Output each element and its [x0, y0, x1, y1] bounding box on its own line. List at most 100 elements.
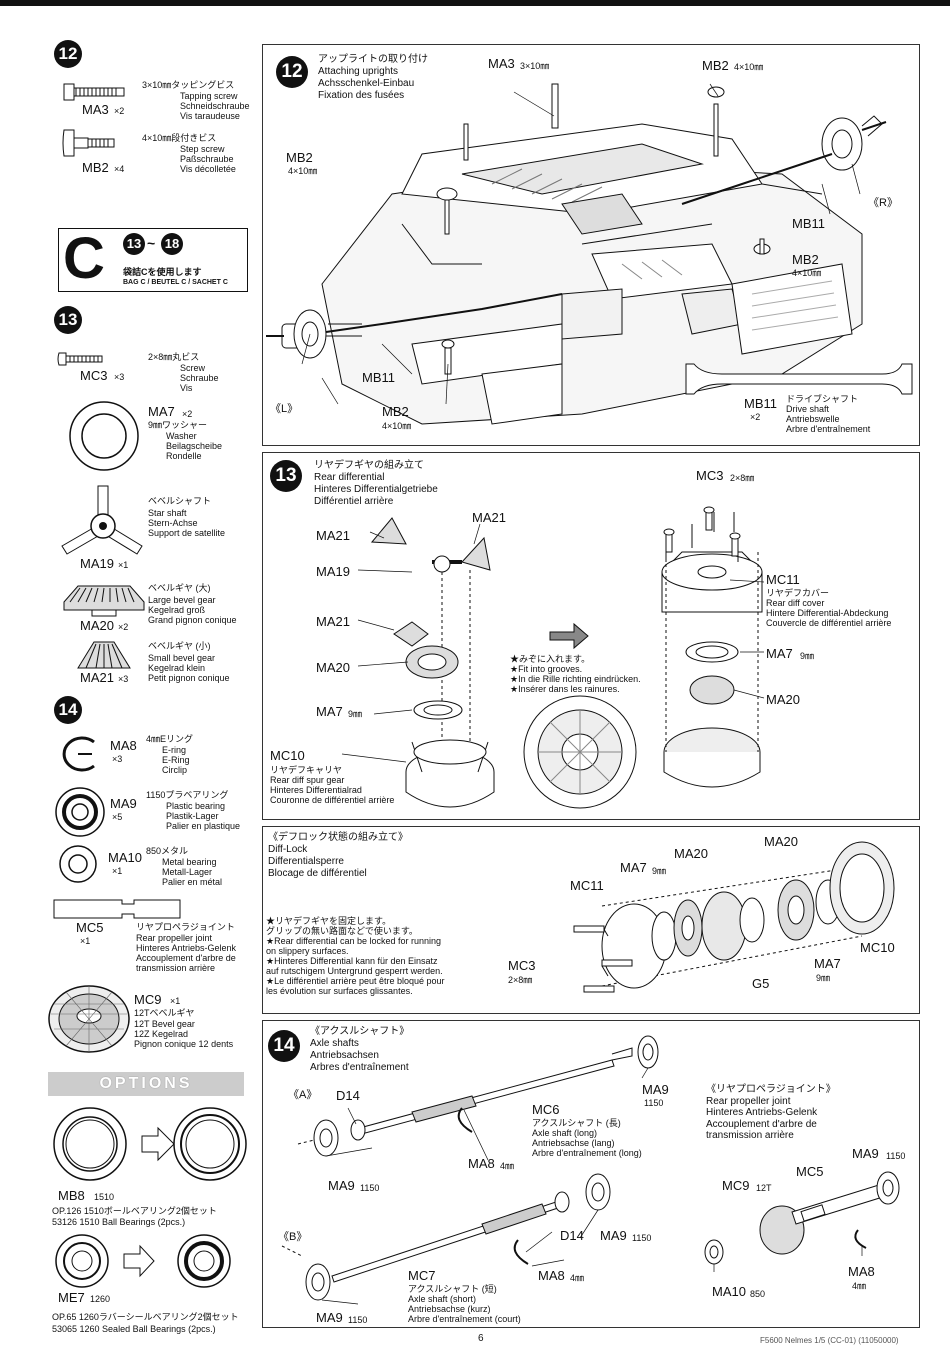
ma3-spec: 3×10㎜タッピングビス — [142, 80, 235, 90]
p13-ma7-r-size: 9㎜ — [800, 651, 815, 661]
p13-ma7-size: 9㎜ — [348, 709, 363, 719]
tapping-screw-icon — [63, 83, 125, 101]
mb2-spec: 4×10㎜段付きビス — [142, 133, 217, 143]
chassis-drawing — [266, 83, 913, 425]
p12-mb2-bottom-label: MB2 — [382, 404, 409, 419]
p14-joint-mc9-size: 12T — [756, 1183, 772, 1193]
p14-ma9-b-right-size: 1150 — [632, 1233, 652, 1243]
12t-bevel-gear-icon — [48, 985, 130, 1053]
ma8-qty: ×3 — [112, 754, 123, 764]
step-13-badge-sidebar: 13 — [54, 306, 82, 334]
ma8-spec: 4㎜Eリング — [146, 734, 194, 744]
p14-mc6-desc: アクスルシャフト (長)Axle shaft (long)Antriebsach… — [532, 1118, 642, 1158]
p12-ma3-size: 3×10㎜ — [520, 61, 550, 71]
dl-ma20-b: MA20 — [764, 834, 798, 849]
p14-joint-mc9: MC9 — [722, 1178, 750, 1193]
p13-mc10-code: MC10 — [270, 748, 305, 763]
p14-joint-ma10-size: 850 — [750, 1289, 766, 1299]
p13-ma21-b: MA21 — [472, 510, 506, 525]
p14-b-label: 《B》 — [278, 1231, 308, 1243]
mc3-code: MC3 — [80, 368, 108, 383]
bag-jp: 袋詰Cを使用します — [123, 267, 202, 277]
step-12-panel-badge: 12 — [276, 56, 308, 88]
p14-ma9-b-bot: MA9 — [316, 1310, 343, 1325]
dl-ma7-a-size: 9㎜ — [652, 866, 667, 876]
p14-d14-b: D14 — [560, 1228, 584, 1243]
p13-ma7-r: MA7 — [766, 646, 793, 661]
p12-mb2-right-label: MB2 — [792, 252, 819, 267]
washer-icon — [69, 401, 139, 471]
top-rule — [0, 0, 950, 6]
footer-code: F5600 Nelmes 1/5 (CC-01) (11050000) — [760, 1336, 899, 1345]
p13-ma21-a: MA21 — [316, 528, 350, 543]
e-ring-icon — [62, 736, 95, 772]
p14-joint-ma8: MA8 — [848, 1264, 875, 1279]
mb8-op: OP.126 1510ボールベアリング2個セット — [52, 1206, 217, 1216]
p13-ma21-c: MA21 — [316, 614, 350, 629]
ma19-qty: ×1 — [118, 560, 129, 570]
p13-ma20: MA20 — [316, 660, 350, 675]
mc3-qty: ×3 — [114, 372, 125, 382]
mb8-size: 1510 — [94, 1192, 115, 1202]
mb8-code: MB8 — [58, 1188, 85, 1203]
star-shaft-icon — [61, 485, 143, 555]
round-screw-icon — [57, 352, 103, 366]
ma21-qty: ×3 — [118, 674, 129, 684]
bag-letter: C — [63, 226, 105, 291]
step-12-badge: 12 — [54, 40, 82, 68]
large-bevel-gear-icon — [63, 585, 145, 617]
p14-ma8-a-size: 4㎜ — [500, 1161, 515, 1171]
axle-shaft-drawing — [281, 1035, 900, 1305]
step-13-panel — [262, 452, 920, 820]
p12-mb2-left-size: 4×10㎜ — [288, 166, 318, 176]
step-13-panel-badge: 13 — [270, 460, 302, 492]
p13-mc3-size: 2×8㎜ — [730, 473, 755, 483]
mc9-spec: 12Tベベルギヤ — [134, 1008, 195, 1018]
step-screw-icon — [62, 129, 115, 157]
p14-joint-ma10: MA10 — [712, 1284, 746, 1299]
dl-ma7-b: MA7 — [814, 956, 841, 971]
p14-ma9-b-bot-size: 1150 — [348, 1315, 368, 1325]
p14-ma9-a-top-size: 1150 — [644, 1098, 664, 1108]
metal-bearing-icon — [59, 845, 97, 883]
p14-ma8-b-size: 4㎜ — [570, 1273, 585, 1283]
p14-ma9-a-bot-size: 1150 — [360, 1183, 380, 1193]
options-banner: OPTIONS — [48, 1072, 244, 1096]
mb2-code: MB2 — [82, 160, 109, 175]
p13-ma19: MA19 — [316, 564, 350, 579]
p14-ma9-a-bot: MA9 — [328, 1178, 355, 1193]
p12-driveshaft-qty: ×2 — [750, 412, 761, 422]
step-14-panel-badge: 14 — [268, 1030, 300, 1062]
p12-mb2-right-size: 4×10㎜ — [792, 268, 822, 278]
p14-joint-mc5: MC5 — [796, 1164, 824, 1179]
p14-ma8-a: MA8 — [468, 1156, 495, 1171]
p12-mb11-left: MB11 — [362, 370, 395, 385]
ma10-code: MA10 — [108, 850, 142, 865]
ma21-code: MA21 — [80, 670, 114, 685]
p13-mc3-label: MC3 — [696, 468, 724, 483]
p14-mc7-desc: アクスルシャフト (短)Axle shaft (short)Antriebsac… — [408, 1284, 521, 1324]
small-bevel-gear-icon — [77, 641, 131, 669]
bag-tilde: ~ — [147, 235, 156, 251]
ma20-code: MA20 — [80, 618, 114, 633]
step-18-badge: 18 — [161, 233, 183, 255]
plastic-bearing-icon — [55, 787, 105, 837]
p12-ma3-label: MA3 — [488, 56, 515, 71]
me7-op: OP.65 1260ラバーシールベアリング2個セット — [52, 1312, 239, 1322]
p13-mc11-code: MC11 — [766, 572, 800, 587]
ma19-code: MA19 — [80, 556, 114, 571]
p14-a-label: 《A》 — [288, 1089, 318, 1101]
step-14-panel — [262, 1020, 920, 1328]
p12-r-label: 《R》 — [868, 197, 898, 209]
ball-bearing-1510-icon — [53, 1107, 247, 1181]
p14-joint-ma9-size: 1150 — [886, 1151, 906, 1161]
